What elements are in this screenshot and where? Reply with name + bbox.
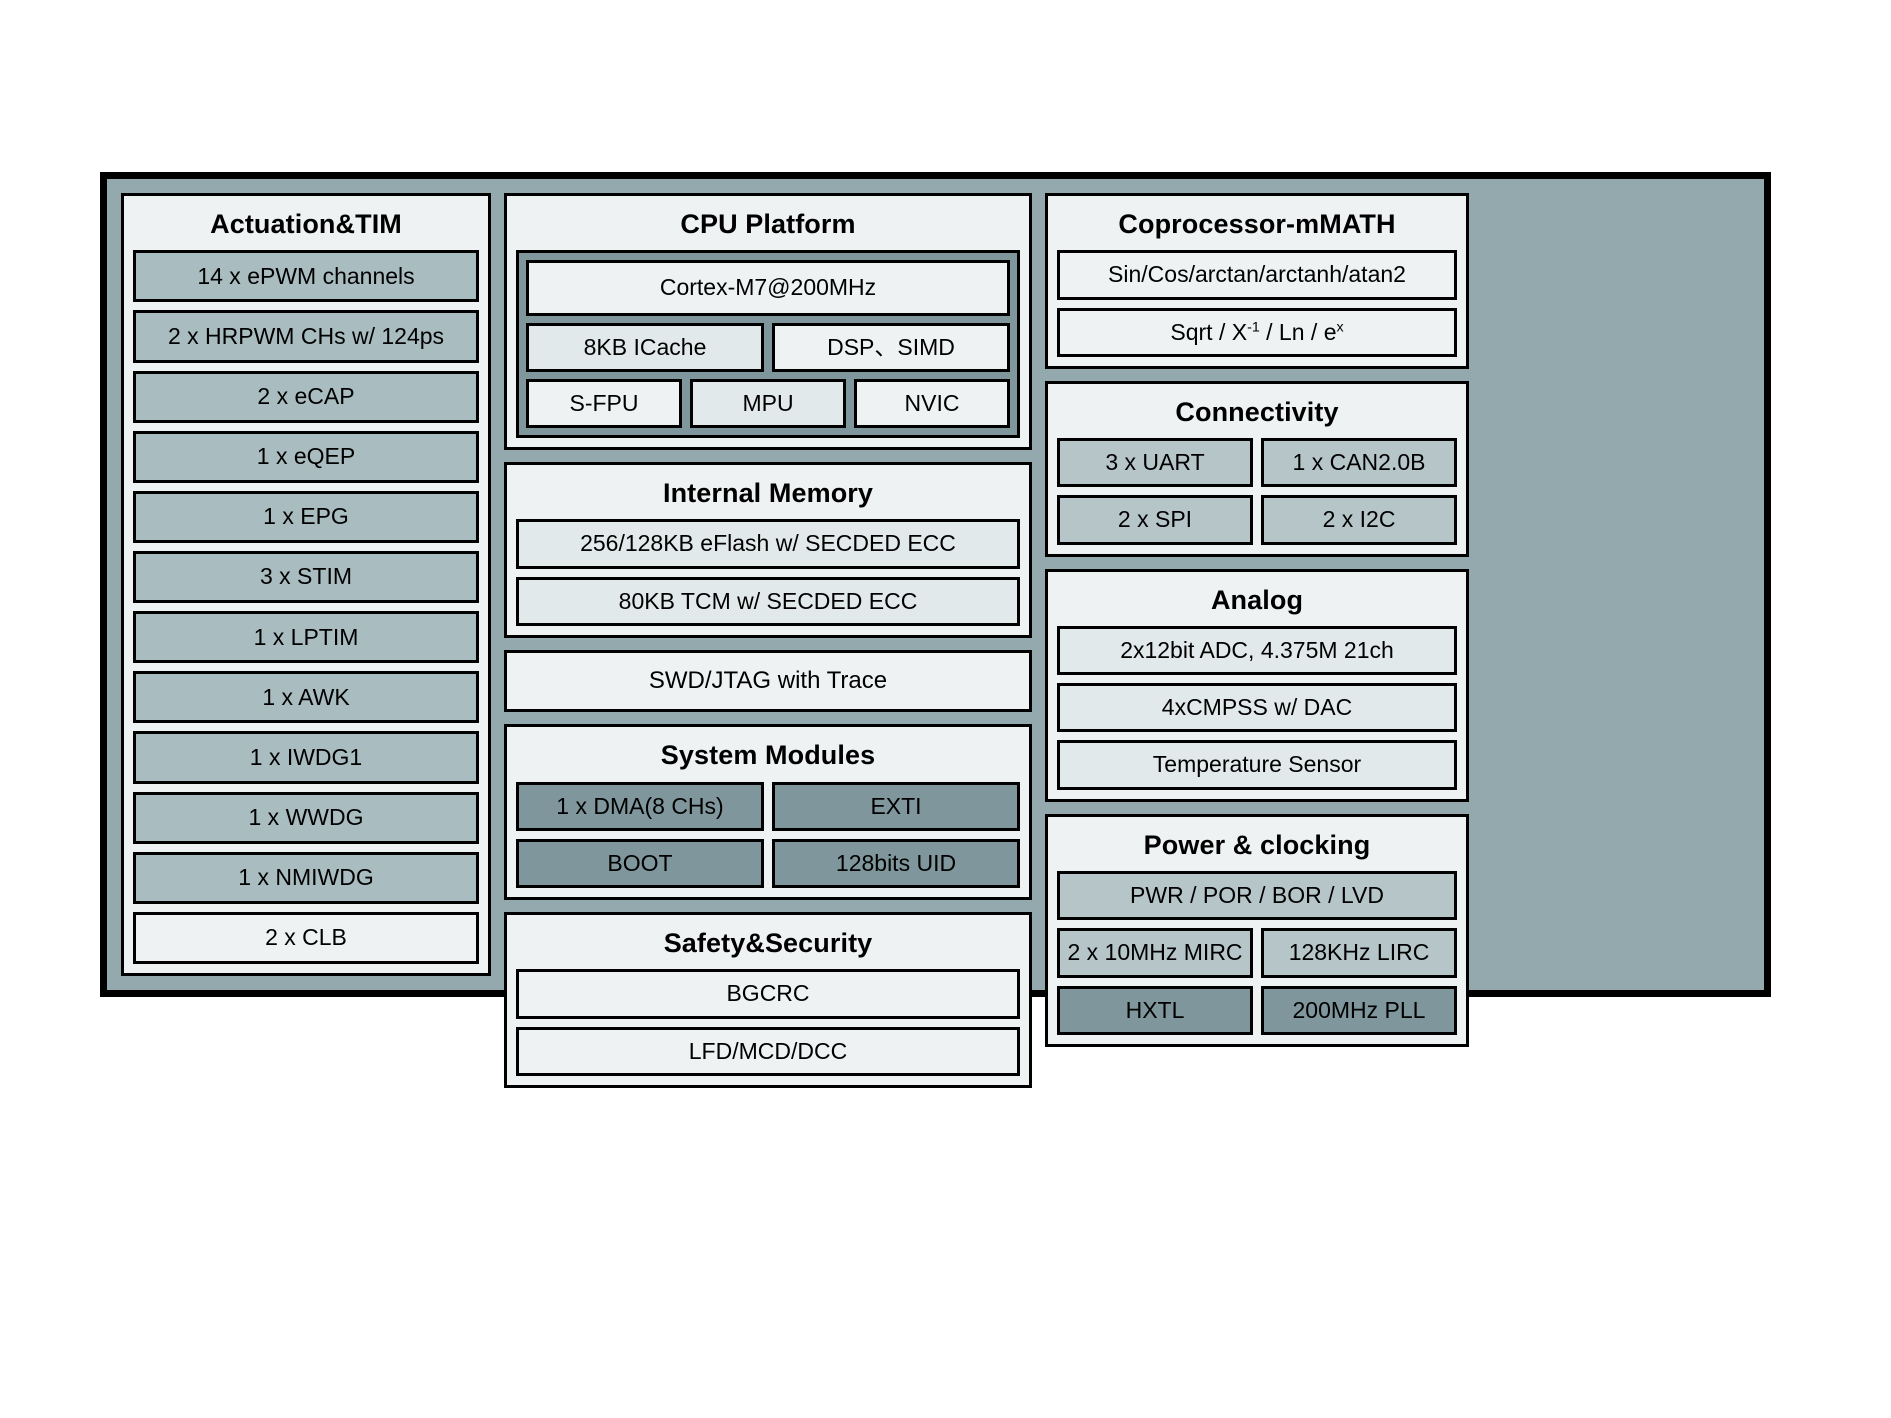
cell-wwdg[interactable]: 1 x WWDG	[133, 791, 479, 844]
cpu-row-cache-dsp: 8KB ICache DSP、SIMD	[526, 322, 1010, 372]
cell-pll[interactable]: 200MHz PLL	[1261, 985, 1457, 1035]
group-system-modules: System Modules 1 x DMA(8 CHs) EXTI BOOT …	[504, 724, 1032, 901]
left-column: Actuation&TIM 14 x ePWM channels 2 x HRP…	[121, 193, 491, 976]
cell-awk[interactable]: 1 x AWK	[133, 671, 479, 724]
cell-math-functions[interactable]: Sqrt / X-1 / Ln / ex	[1057, 307, 1457, 357]
cell-eqep[interactable]: 1 x eQEP	[133, 430, 479, 483]
cell-eflash[interactable]: 256/128KB eFlash w/ SECDED ECC	[516, 519, 1020, 569]
cell-boot[interactable]: BOOT	[516, 838, 764, 889]
right-column: Coprocessor-mMATH Sin/Cos/arctan/arctanh…	[1045, 193, 1469, 1047]
cell-dsp-simd[interactable]: DSP、SIMD	[772, 322, 1010, 372]
cell-adc[interactable]: 2x12bit ADC, 4.375M 21ch	[1057, 625, 1457, 676]
cell-uid[interactable]: 128bits UID	[772, 838, 1020, 889]
cell-lptim[interactable]: 1 x LPTIM	[133, 611, 479, 664]
cell-mirc[interactable]: 2 x 10MHz MIRC	[1057, 928, 1253, 978]
cell-i2c[interactable]: 2 x I2C	[1261, 495, 1457, 545]
cell-lfd-mcd-dcc[interactable]: LFD/MCD/DCC	[516, 1026, 1020, 1076]
group-title-internal-memory: Internal Memory	[662, 478, 874, 509]
group-safety-security: Safety&Security BGCRC LFD/MCD/DCC	[504, 912, 1032, 1088]
group-title-analog: Analog	[1210, 584, 1304, 615]
group-title-cpu-platform: CPU Platform	[680, 209, 856, 239]
cell-bgcrc[interactable]: BGCRC	[516, 969, 1020, 1019]
cell-nvic[interactable]: NVIC	[854, 378, 1010, 429]
cell-swd-jtag[interactable]: SWD/JTAG with Trace	[648, 666, 888, 694]
group-power-clocking: Power & clocking PWR / POR / BOR / LVD 2…	[1045, 813, 1469, 1047]
cell-mpu[interactable]: MPU	[690, 378, 846, 429]
cell-cmpss-dac[interactable]: 4xCMPSS w/ DAC	[1057, 683, 1457, 733]
cell-trig-functions[interactable]: Sin/Cos/arctan/arctanh/atan2	[1057, 250, 1457, 300]
chip-outline: Actuation&TIM 14 x ePWM channels 2 x HRP…	[100, 172, 1771, 1088]
clocking-row-mirc-lirc: 2 x 10MHz MIRC 128KHz LIRC	[1057, 928, 1457, 978]
cell-spi[interactable]: 2 x SPI	[1057, 495, 1253, 545]
group-internal-memory: Internal Memory 256/128KB eFlash w/ SECD…	[504, 462, 1032, 638]
group-title-actuation-tim: Actuation&TIM	[210, 209, 402, 239]
group-actuation-tim: Actuation&TIM 14 x ePWM channels 2 x HRP…	[121, 193, 491, 976]
cell-uart[interactable]: 3 x UART	[1057, 438, 1253, 488]
cpu-core-container: Cortex-M7@200MHz 8KB ICache DSP、SIMD S-F…	[516, 250, 1020, 439]
center-column: CPU Platform Cortex-M7@200MHz 8KB ICache…	[504, 193, 1032, 1088]
group-title-coprocessor-mmath: Coprocessor-mMATH	[1118, 209, 1396, 239]
group-coprocessor-mmath: Coprocessor-mMATH Sin/Cos/arctan/arctanh…	[1045, 193, 1469, 369]
cell-temperature-sensor[interactable]: Temperature Sensor	[1057, 740, 1457, 790]
cell-exti[interactable]: EXTI	[772, 781, 1020, 831]
math-sup-x: x	[1336, 318, 1344, 335]
cell-lirc[interactable]: 128KHz LIRC	[1261, 928, 1457, 978]
group-title-safety-security: Safety&Security	[663, 928, 873, 959]
cell-iwdg1[interactable]: 1 x IWDG1	[133, 731, 479, 784]
group-title-connectivity: Connectivity	[1175, 396, 1339, 427]
connectivity-row-spi-i2c: 2 x SPI 2 x I2C	[1057, 495, 1457, 545]
group-title-system-modules: System Modules	[660, 740, 876, 771]
cell-hrpwm-channels[interactable]: 2 x HRPWM CHs w/ 124ps	[133, 310, 479, 363]
cell-hxtl[interactable]: HXTL	[1057, 985, 1253, 1035]
group-connectivity: Connectivity 3 x UART 1 x CAN2.0B 2 x SP…	[1045, 380, 1469, 557]
cell-dma[interactable]: 1 x DMA(8 CHs)	[516, 781, 764, 831]
group-cpu-platform: CPU Platform Cortex-M7@200MHz 8KB ICache…	[504, 193, 1032, 451]
group-analog: Analog 2x12bit ADC, 4.375M 21ch 4xCMPSS …	[1045, 568, 1469, 802]
cell-ecap[interactable]: 2 x eCAP	[133, 370, 479, 423]
math-mid: / Ln / e	[1259, 318, 1337, 345]
cell-can[interactable]: 1 x CAN2.0B	[1261, 438, 1457, 488]
cell-clb[interactable]: 2 x CLB	[133, 911, 479, 964]
group-title-power-clocking: Power & clocking	[1143, 829, 1371, 860]
group-debug: SWD/JTAG with Trace	[504, 649, 1032, 713]
math-sup-inverse: -1	[1247, 318, 1260, 335]
cell-epwm-channels[interactable]: 14 x ePWM channels	[133, 250, 479, 303]
math-prefix: Sqrt / X	[1170, 318, 1248, 345]
cpu-row-fpu-mpu-nvic: S-FPU MPU NVIC	[526, 378, 1010, 429]
clocking-row-hxtl-pll: HXTL 200MHz PLL	[1057, 985, 1457, 1035]
connectivity-row-uart-can: 3 x UART 1 x CAN2.0B	[1057, 438, 1457, 488]
cell-icache[interactable]: 8KB ICache	[526, 322, 764, 372]
cell-cortex-m7[interactable]: Cortex-M7@200MHz	[526, 260, 1010, 316]
cell-nmiwdg[interactable]: 1 x NMIWDG	[133, 851, 479, 904]
system-row-dma-exti: 1 x DMA(8 CHs) EXTI	[516, 781, 1020, 831]
cell-stim[interactable]: 3 x STIM	[133, 550, 479, 604]
system-row-boot-uid: BOOT 128bits UID	[516, 838, 1020, 889]
cell-epg[interactable]: 1 x EPG	[133, 490, 479, 543]
cell-pwr-por-bor-lvd[interactable]: PWR / POR / BOR / LVD	[1057, 871, 1457, 921]
cell-tcm[interactable]: 80KB TCM w/ SECDED ECC	[516, 576, 1020, 626]
cell-s-fpu[interactable]: S-FPU	[526, 378, 682, 429]
